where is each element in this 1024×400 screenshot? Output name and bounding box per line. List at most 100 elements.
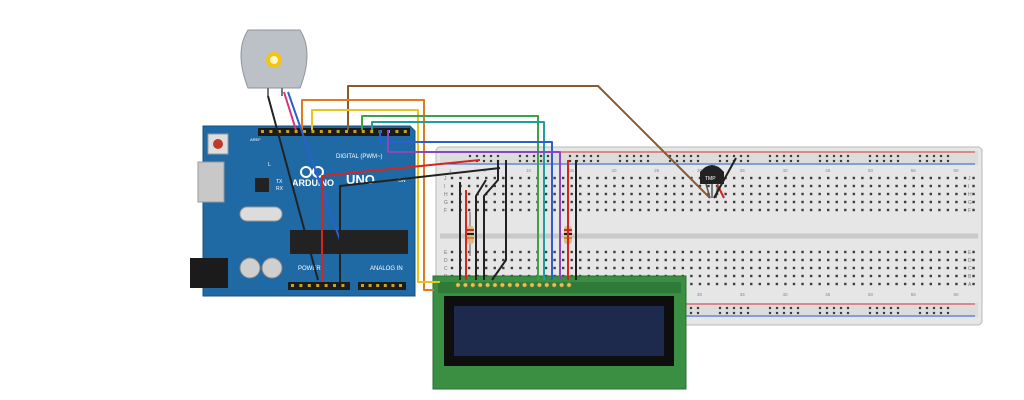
row-letter: J	[968, 176, 971, 182]
column-number: 60	[953, 292, 959, 297]
header-pin[interactable]	[368, 284, 372, 287]
usb-port	[197, 161, 225, 203]
analog-label: ANALOG IN	[370, 266, 403, 272]
tx-label: TX	[276, 179, 283, 185]
header-pin[interactable]	[319, 130, 323, 133]
row-letter: G	[968, 200, 972, 206]
row-letter: E	[968, 250, 972, 256]
aref-label: AREF	[250, 137, 261, 142]
column-number: 30	[697, 168, 703, 173]
header-pin[interactable]	[311, 130, 315, 133]
capacitor	[261, 257, 283, 279]
wire-black-sensor	[713, 157, 737, 199]
lcd-module[interactable]	[432, 275, 687, 390]
column-number: 35	[740, 168, 746, 173]
brand-label: ARDUINO	[292, 178, 334, 188]
digital-header	[258, 128, 410, 136]
lcd-pin[interactable]	[455, 282, 461, 288]
header-pin[interactable]	[361, 284, 364, 287]
header-pin[interactable]	[286, 130, 290, 133]
header-pin[interactable]	[383, 284, 387, 287]
capacitor	[239, 257, 261, 279]
resistor[interactable]	[466, 212, 474, 256]
lcd-pin[interactable]	[529, 282, 535, 288]
column-number: 10	[526, 168, 532, 173]
column-number: 45	[825, 168, 831, 173]
header-pin[interactable]	[403, 130, 407, 133]
header-pin[interactable]	[328, 130, 332, 133]
wire-black-lcd-b	[483, 160, 499, 280]
column-number: 1	[449, 168, 452, 173]
column-number: 55	[911, 168, 917, 173]
header-pin[interactable]	[269, 130, 273, 133]
header-pin[interactable]	[395, 130, 399, 133]
lcd-pin[interactable]	[470, 282, 476, 288]
lcd-pin[interactable]	[499, 282, 505, 288]
lcd-pin[interactable]	[514, 282, 520, 288]
row-letter: D	[968, 258, 972, 264]
crystal	[239, 206, 283, 222]
header-pin[interactable]	[399, 284, 402, 287]
lcd-pin-header	[455, 282, 572, 288]
row-letter: E	[444, 250, 448, 256]
column-number: 15	[569, 168, 575, 173]
header-pin[interactable]	[336, 130, 340, 133]
column-number: 35	[740, 292, 746, 297]
wire-black-gnd-a	[339, 167, 501, 282]
dc-motor[interactable]	[240, 29, 308, 96]
lcd-pin[interactable]	[566, 282, 572, 288]
lcd-pin[interactable]	[507, 282, 513, 288]
lcd-pin[interactable]	[544, 282, 550, 288]
header-pin[interactable]	[370, 130, 374, 133]
lcd-pin[interactable]	[551, 282, 557, 288]
lcd-pin[interactable]	[462, 282, 468, 288]
header-pin[interactable]	[353, 130, 357, 133]
row-letter: F	[968, 208, 971, 214]
header-pin[interactable]	[294, 130, 298, 133]
column-number: 40	[782, 168, 788, 173]
lcd-pin[interactable]	[477, 282, 483, 288]
wire-orange-d12	[301, 99, 434, 291]
header-pin[interactable]	[299, 284, 303, 287]
row-letter: I	[444, 184, 445, 190]
sensor-label: TMP	[705, 176, 716, 182]
column-number: 40	[782, 292, 788, 297]
lcd-pin[interactable]	[559, 282, 565, 288]
analog-header	[358, 282, 406, 290]
header-pin[interactable]	[291, 284, 294, 287]
header-pin[interactable]	[261, 130, 264, 133]
header-pin[interactable]	[277, 130, 281, 133]
row-letter: C	[968, 266, 972, 272]
header-pin[interactable]	[316, 284, 320, 287]
column-number: 25	[654, 168, 660, 173]
power-label: POWER	[298, 266, 321, 272]
lcd-pin[interactable]	[536, 282, 542, 288]
rx-label: RX	[276, 186, 284, 192]
header-pin[interactable]	[307, 284, 311, 287]
digital-label: DIGITAL (PWM~)	[336, 154, 383, 160]
header-pin[interactable]	[324, 284, 328, 287]
lcd-pin[interactable]	[522, 282, 528, 288]
wire-black-gnd-motor	[267, 95, 319, 281]
lcd-pin[interactable]	[492, 282, 498, 288]
wire-green-d5	[361, 115, 539, 280]
wire-yellow-d11	[311, 109, 440, 283]
wire-brown-temp	[347, 85, 711, 199]
lcd-pin[interactable]	[485, 282, 491, 288]
temperature-sensor[interactable]: TMP	[700, 165, 724, 199]
row-letter: I	[968, 184, 969, 190]
header-pin[interactable]	[303, 130, 306, 133]
wire-teal-d4	[371, 121, 545, 280]
header-pin[interactable]	[361, 130, 365, 133]
row-letter: G	[444, 200, 448, 206]
header-pin[interactable]	[345, 130, 348, 133]
header-pin[interactable]	[333, 284, 336, 287]
header-pin[interactable]	[391, 284, 395, 287]
header-pin[interactable]	[376, 284, 380, 287]
header-pin[interactable]	[341, 284, 345, 287]
led-l-label: L	[268, 162, 271, 168]
column-number: 60	[953, 168, 959, 173]
arduino-board[interactable]: DIGITAL (PWM~) ARDUINO UNO POWER ANALOG …	[190, 125, 416, 297]
column-number: 50	[868, 292, 874, 297]
column-number: 45	[825, 292, 831, 297]
